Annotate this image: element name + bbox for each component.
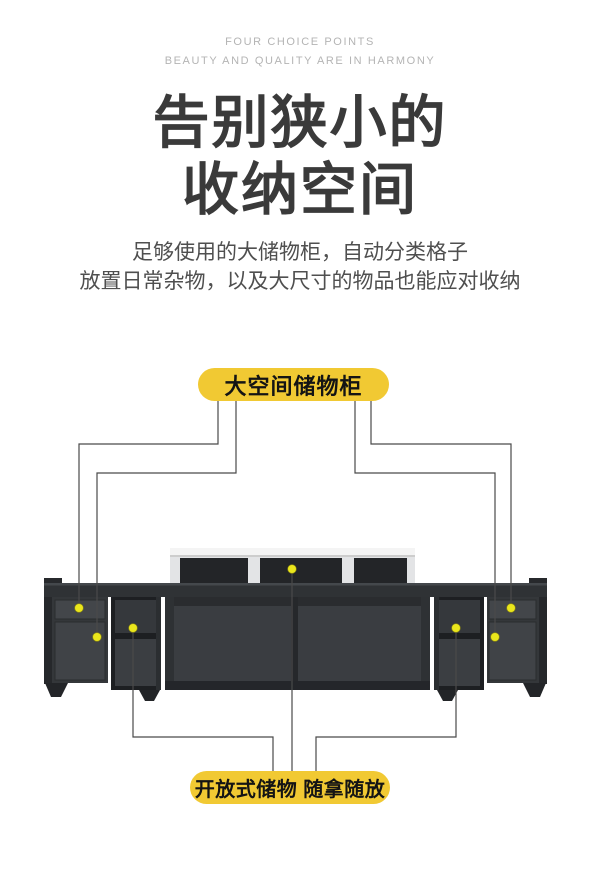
feature-dot-right-door (490, 632, 500, 642)
page-title-line1: 告别狭小的 (152, 91, 448, 155)
callout-line-right-drawer (370, 401, 512, 608)
feature-dot-left-door (92, 632, 102, 642)
right-open-shelf (434, 597, 484, 690)
feature-dots (74, 564, 516, 642)
callout-badge-open-storage: 开放式储物 随拿随放 (190, 771, 390, 804)
hutch-unit (170, 548, 415, 587)
subtitle-line1: 足够使用的大储物柜，自动分类格子 (132, 241, 468, 264)
feature-dot-left-drawer (74, 603, 84, 613)
callout-line-right-door (354, 401, 496, 637)
top-board (44, 578, 547, 597)
feature-dot-center-shelf (287, 564, 297, 574)
feature-dot-right-drawer (506, 603, 516, 613)
subtitle-line2: 放置日常杂物，以及大尺寸的物品也能应对收纳 (79, 270, 521, 293)
page-title-line2: 收纳空间 (182, 158, 418, 222)
feature-dot-left-shelf (128, 623, 138, 633)
callout-line-right-shelf (315, 628, 457, 771)
callout-line-left-shelf (132, 628, 274, 771)
feature-dot-right-shelf (451, 623, 461, 633)
callout-line-left-drawer (78, 401, 219, 608)
tagline-line1: FOUR CHOICE POINTS (225, 36, 375, 48)
callout-badge-large-storage: 大空间储物柜 (198, 368, 389, 401)
center-open-compartment (165, 597, 430, 690)
tv-storage-cabinet (44, 548, 547, 701)
cabinet-feet (45, 683, 546, 701)
left-open-shelf (111, 597, 161, 690)
tagline-line2: BEAUTY AND QUALITY ARE IN HARMONY (164, 55, 436, 67)
callout-lines (78, 401, 512, 771)
callout-line-left-door (96, 401, 237, 637)
